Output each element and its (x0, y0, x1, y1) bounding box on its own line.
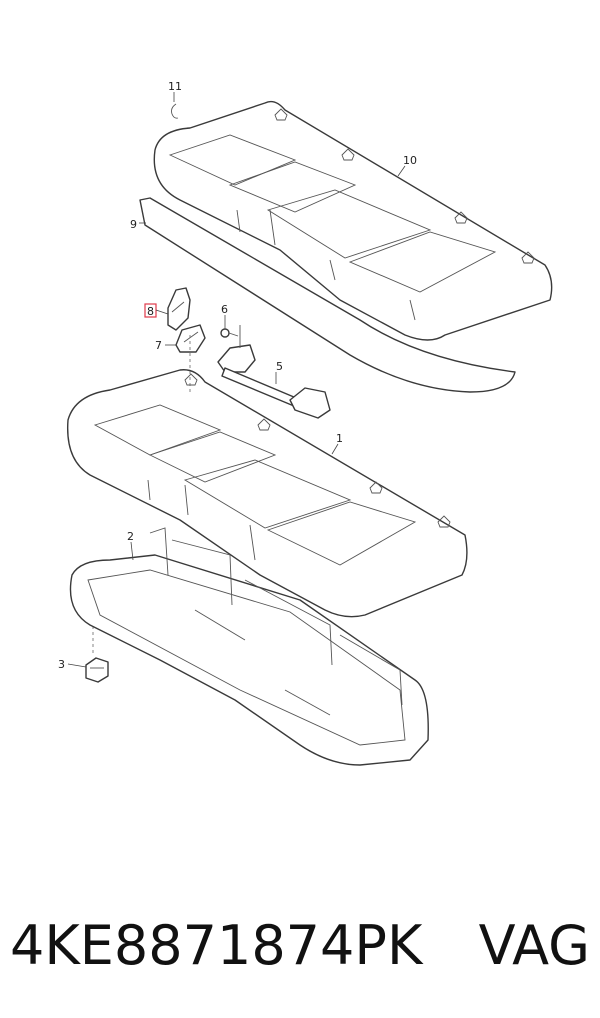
callout-2: 2 (127, 530, 134, 543)
exploded-parts-diagram: 11 10 9 8 7 6 (58, 80, 553, 766)
callout-5: 5 (276, 360, 283, 373)
part-10-seat-cover (153, 100, 553, 341)
callout-8: 8 (147, 305, 154, 318)
part-9-trim-strip (139, 197, 516, 393)
callout-3: 3 (58, 658, 65, 671)
callout-9: 9 (130, 218, 137, 231)
callout-6: 6 (221, 303, 228, 316)
part-3-clip (85, 657, 109, 683)
callout-8-highlight-box (144, 303, 157, 318)
part-number-text: 4KE8871874PK (10, 913, 423, 977)
part-2-base-frame (69, 527, 429, 766)
caption-bar: 4KE8871874PK VAG (10, 900, 590, 990)
part-1-seat-cushion (66, 369, 468, 618)
part-5-hinge-bar (217, 325, 331, 419)
callout-7: 7 (155, 339, 162, 352)
brand-text: VAG (478, 913, 590, 977)
part-6-bolt (220, 328, 239, 338)
callout-10: 10 (403, 154, 417, 167)
callout-1: 1 (336, 432, 343, 445)
callout-11: 11 (168, 80, 182, 93)
part-7-cover (175, 324, 206, 353)
part-8-bracket (167, 287, 191, 331)
part-11-clip (171, 103, 179, 119)
